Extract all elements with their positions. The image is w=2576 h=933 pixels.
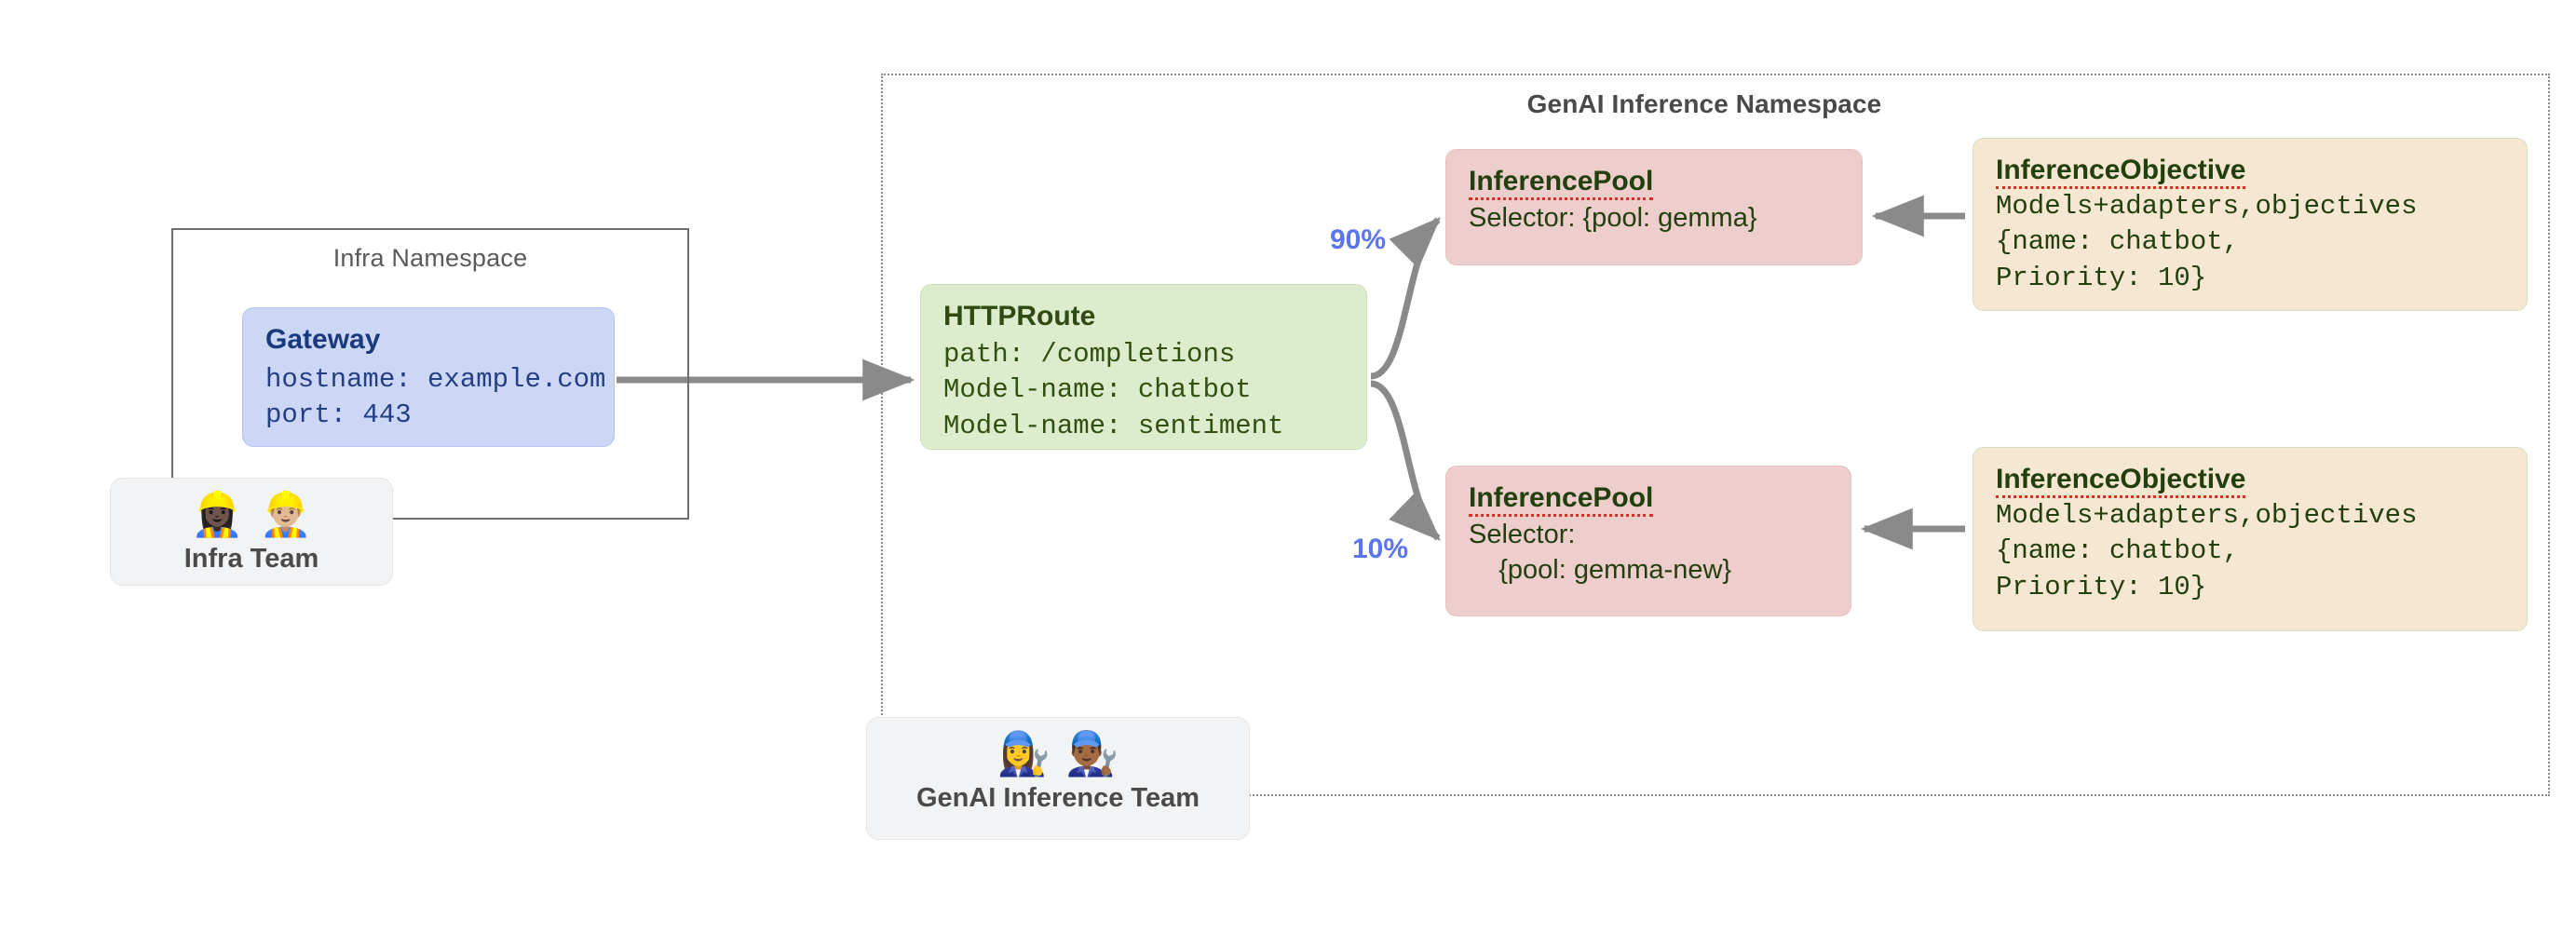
httproute-title: HTTPRoute [943,301,1096,331]
inferencepool-gemma-new-selector-label: Selector: [1469,519,1576,549]
inferenceobjective-bottom-models: Models+adapters,objectives [1996,499,2418,531]
inferenceobjective-top-models: Models+adapters,objectives [1996,190,2418,222]
spellcheck-underline: InferencePool [1469,483,1654,517]
inferenceobjective-bottom-node[interactable]: InferenceObjective Models+adapters,objec… [1973,447,2528,631]
httproute-node[interactable]: HTTPRoute path: /completions Model-name:… [920,284,1367,450]
inferencepool-gemma-title: InferencePool [1469,163,1843,200]
gateway-node[interactable]: Gateway hostname: example.com port: 443 [242,307,615,447]
httproute-path: path: /completions [943,338,1236,370]
inferenceobjective-top-priority: Priority: 10} [1996,263,2207,294]
mechanics-icon: 👩‍🔧👨🏾‍🔧 [997,729,1134,778]
inferencepool-gemma-new-node[interactable]: InferencePool Selector: {pool: gemma-new… [1445,466,1851,616]
infra-namespace-container [171,228,689,520]
inferencepool-gemma-new-selector-value: {pool: gemma-new} [1469,555,1732,586]
spellcheck-underline: InferenceObjective [1996,465,2246,498]
infra-namespace-title: Infra Namespace [332,244,528,272]
inferenceobjective-top-title: InferenceObjective [1996,152,2508,189]
genai-namespace-container [881,74,2550,796]
inferencepool-gemma-new-title: InferencePool [1469,480,1832,517]
genai-inference-team-badge[interactable]: 👩‍🔧👨🏾‍🔧 GenAI Inference Team [866,717,1250,840]
gateway-hostname: hostname: example.com [265,363,606,395]
gateway-port: port: 443 [265,399,412,431]
spellcheck-underline: InferenceObjective [1996,156,2246,189]
inferencepool-gemma-selector: Selector: {pool: gemma} [1469,202,1757,233]
inferenceobjective-bottom-title: InferenceObjective [1996,461,2508,498]
genai-team-label: GenAI Inference Team [915,782,1200,813]
genai-namespace-title: GenAI Inference Namespace [1526,89,1882,118]
traffic-weight-10-label: 10% [1352,534,1409,564]
inferenceobjective-bottom-name: {name: chatbot, [1996,535,2240,567]
construction-workers-icon: 👷🏿‍♀️👷🏼‍♂️ [190,490,328,538]
infra-team-badge[interactable]: 👷🏿‍♀️👷🏼‍♂️ Infra Team [110,478,393,586]
httproute-model-name-sentiment: Model-name: sentiment [943,411,1284,442]
traffic-weight-90-label: 90% [1330,224,1387,255]
infra-team-label: Infra Team [183,543,319,574]
inferenceobjective-bottom-priority: Priority: 10} [1996,572,2207,603]
inferenceobjective-top-name: {name: chatbot, [1996,226,2240,258]
spellcheck-underline: InferencePool [1469,167,1654,200]
inferenceobjective-top-node[interactable]: InferenceObjective Models+adapters,objec… [1973,138,2528,311]
inferencepool-gemma-node[interactable]: InferencePool Selector: {pool: gemma} [1445,149,1863,265]
gateway-title: Gateway [265,324,381,355]
httproute-model-name-chatbot: Model-name: chatbot [943,374,1252,406]
